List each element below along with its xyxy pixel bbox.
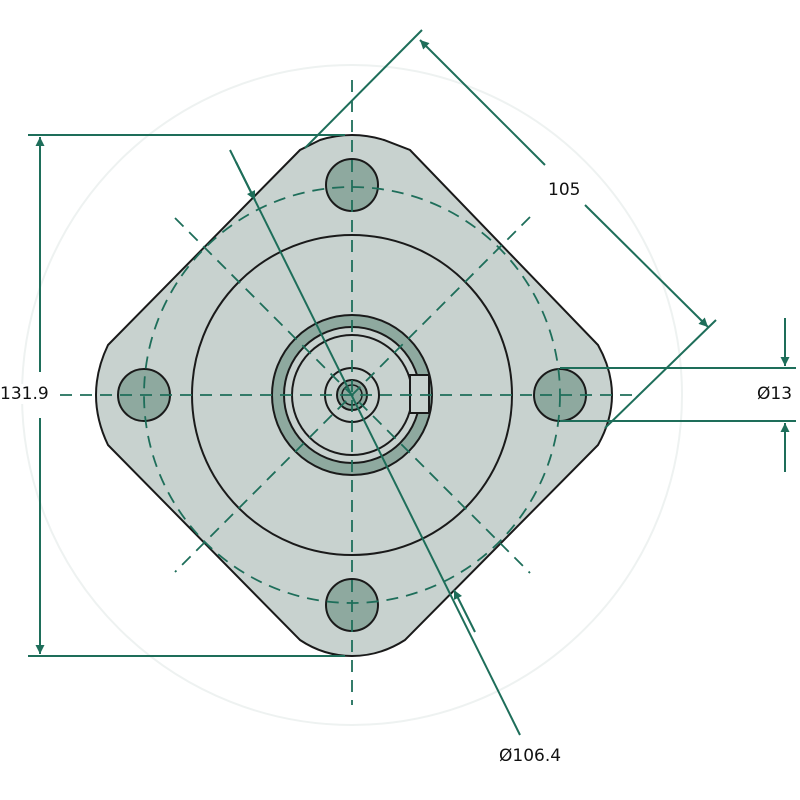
extension-line-105-a bbox=[304, 29, 423, 149]
bolt-circle-arrow-bottom bbox=[453, 589, 476, 633]
dimension-label-bolt-circle: Ø106.4 bbox=[499, 746, 562, 766]
diagonal-centerline-2 bbox=[174, 216, 531, 573]
dimension-lines bbox=[28, 29, 796, 736]
spacing-dim-line-b bbox=[584, 204, 709, 328]
key-slot bbox=[409, 374, 430, 414]
dimension-label-105: 105 bbox=[548, 180, 581, 200]
dimension-label-131-9: 131.9 bbox=[0, 384, 49, 404]
extension-line-105-b bbox=[604, 319, 717, 429]
bolt-circle-arrow-top bbox=[235, 161, 256, 201]
bolt-circle-dim-line bbox=[229, 149, 521, 736]
dimension-label-hole-diameter: Ø13 bbox=[757, 384, 793, 404]
spacing-dim-line-a bbox=[419, 39, 546, 166]
